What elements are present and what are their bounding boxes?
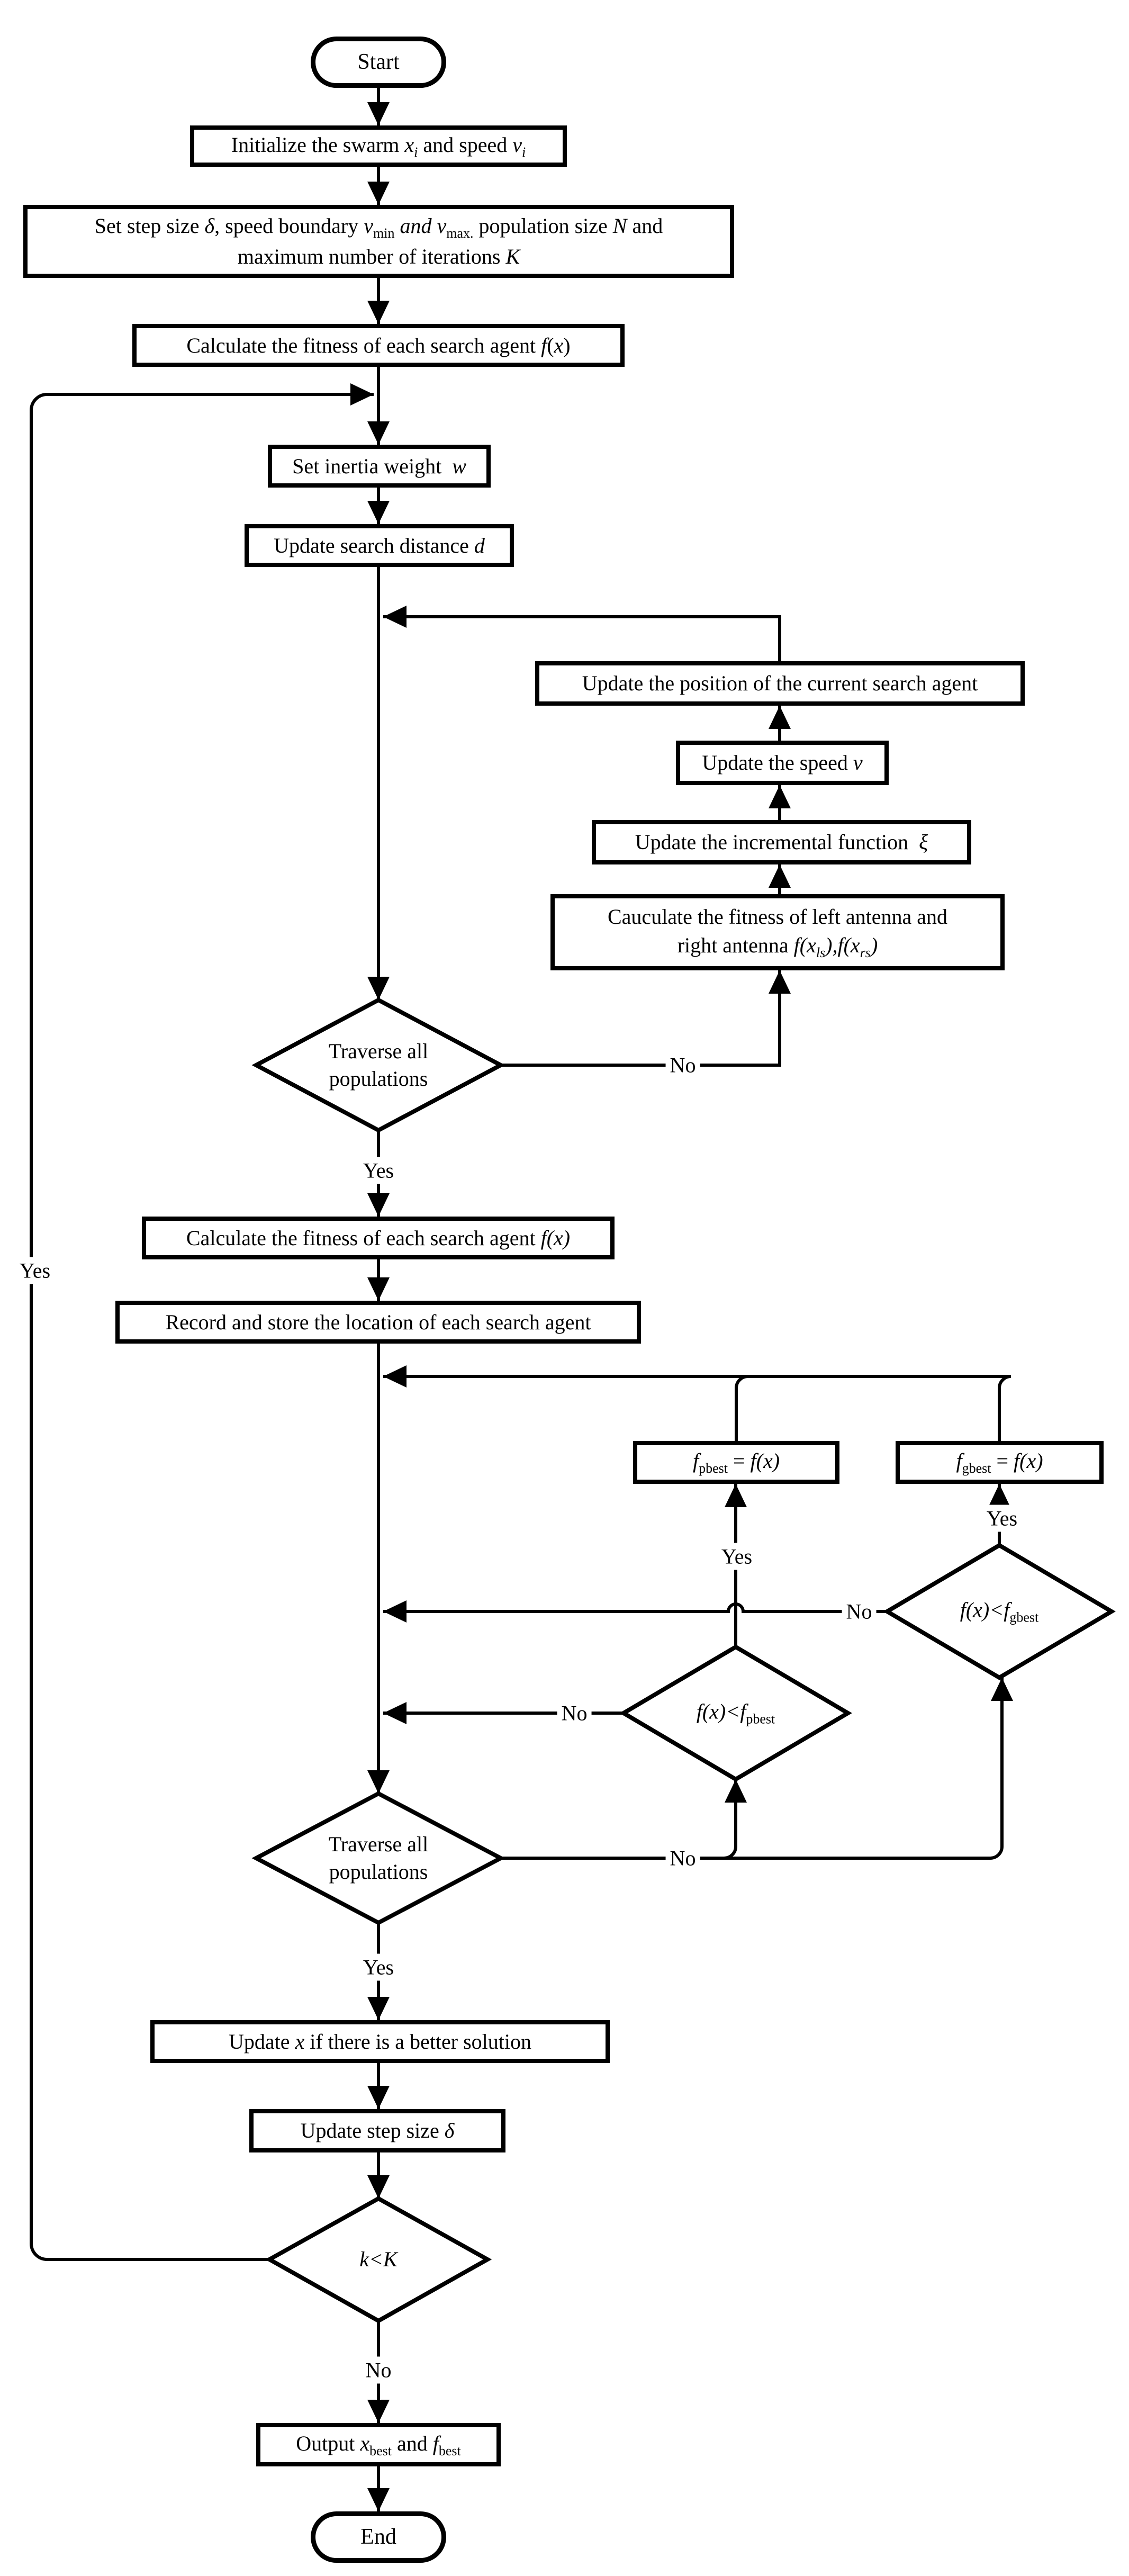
decision-k-less-K: k<K — [359, 2246, 397, 2273]
process-output-best-label: Output xbest and fbest — [296, 2431, 461, 2458]
process-update-x-label: Update x if there is a better solution — [228, 2029, 532, 2053]
decision-traverse-populations-2-line1: Traverse all — [328, 1832, 429, 1856]
process-calculate-fitness-2-label: Calculate the fitness of each search age… — [186, 1226, 571, 1250]
decision-fx-less-fgbest: f(x)<fgbest — [960, 1597, 1039, 1627]
process-set-parameters: Set step size δ, speed boundary vmin and… — [23, 205, 734, 278]
process-update-incremental-function-label: Update the incremental function ξ — [635, 830, 928, 854]
process-update-speed: Update the speed v — [676, 741, 889, 785]
process-calculate-antenna-fitness-line1: Cauculate the fitness of left antenna an… — [608, 904, 947, 929]
process-set-fpbest-label: fpbest = f(x) — [692, 1449, 780, 1476]
process-calculate-fitness-2: Calculate the fitness of each search age… — [142, 1217, 615, 1259]
decision-traverse-populations-1: Traverse all populations — [329, 1038, 428, 1093]
process-initialize-swarm: Initialize the swarm xi and speed vi — [190, 125, 567, 167]
decision-traverse-populations-1-line2: populations — [329, 1067, 428, 1091]
decision-k-less-K-label: k<K — [359, 2247, 398, 2271]
process-set-parameters-line2: maximum number of iterations K — [237, 245, 520, 269]
process-update-position-label: Update the position of the current searc… — [582, 671, 978, 695]
edge-label-yes-outer-loop: Yes — [15, 1257, 55, 1284]
process-update-position: Update the position of the current searc… — [535, 661, 1025, 706]
process-update-speed-label: Update the speed v — [702, 751, 863, 774]
terminator-start-label: Start — [357, 50, 400, 75]
process-calculate-fitness-1-label: Calculate the fitness of each search age… — [186, 333, 571, 357]
process-update-search-distance: Update search distance d — [245, 524, 514, 567]
decision-traverse-populations-1-line1: Traverse all — [328, 1039, 429, 1063]
process-record-store-location-label: Record and store the location of each se… — [165, 1310, 591, 1334]
decision-traverse-populations-2: Traverse all populations — [329, 1831, 428, 1886]
process-update-incremental-function: Update the incremental function ξ — [592, 820, 971, 864]
process-set-fgbest-label: fgbest = f(x) — [956, 1449, 1043, 1476]
process-update-x: Update x if there is a better solution — [150, 2020, 610, 2063]
process-set-parameters-line1: Set step size δ, speed boundary vmin and… — [94, 213, 663, 241]
edge-label-no-1: No — [665, 1051, 700, 1079]
process-calculate-antenna-fitness-line2: right antenna f(xls),f(xrs) — [677, 933, 878, 960]
process-set-fpbest: fpbest = f(x) — [633, 1441, 839, 1484]
process-calculate-antenna-fitness: Cauculate the fitness of left antenna an… — [550, 894, 1005, 970]
edge-label-yes-1: Yes — [358, 1157, 399, 1184]
process-update-search-distance-label: Update search distance d — [274, 533, 485, 557]
process-calculate-fitness-1: Calculate the fitness of each search age… — [132, 324, 625, 367]
terminator-end: End — [311, 2511, 446, 2563]
edge-label-yes-gbest: Yes — [982, 1505, 1022, 1532]
edge-label-yes-2: Yes — [358, 1953, 399, 1981]
terminator-end-label: End — [360, 2525, 396, 2550]
process-set-inertia-weight: Set inertia weight w — [268, 445, 491, 488]
edge-label-no-kk: No — [361, 2356, 396, 2384]
edge-label-yes-pbest: Yes — [717, 1543, 757, 1570]
process-set-fgbest: fgbest = f(x) — [896, 1441, 1104, 1484]
process-output-best: Output xbest and fbest — [256, 2423, 501, 2466]
decision-fx-less-fgbest-label: f(x)<fgbest — [960, 1598, 1039, 1625]
process-record-store-location: Record and store the location of each se… — [115, 1301, 641, 1344]
edge-label-no-gbest: No — [842, 1598, 877, 1625]
terminator-start: Start — [311, 37, 446, 88]
process-update-step-size: Update step size δ — [249, 2109, 505, 2152]
edge-label-no-2: No — [665, 1844, 700, 1872]
process-update-step-size-label: Update step size δ — [300, 2119, 455, 2142]
decision-traverse-populations-2-line2: populations — [329, 1860, 428, 1884]
process-initialize-swarm-label: Initialize the swarm xi and speed vi — [231, 132, 526, 160]
process-set-inertia-weight-label: Set inertia weight w — [292, 454, 466, 478]
edge-label-no-pbest: No — [557, 1699, 592, 1727]
decision-fx-less-fpbest: f(x)<fpbest — [697, 1698, 775, 1728]
decision-fx-less-fpbest-label: f(x)<fpbest — [696, 1699, 775, 1727]
